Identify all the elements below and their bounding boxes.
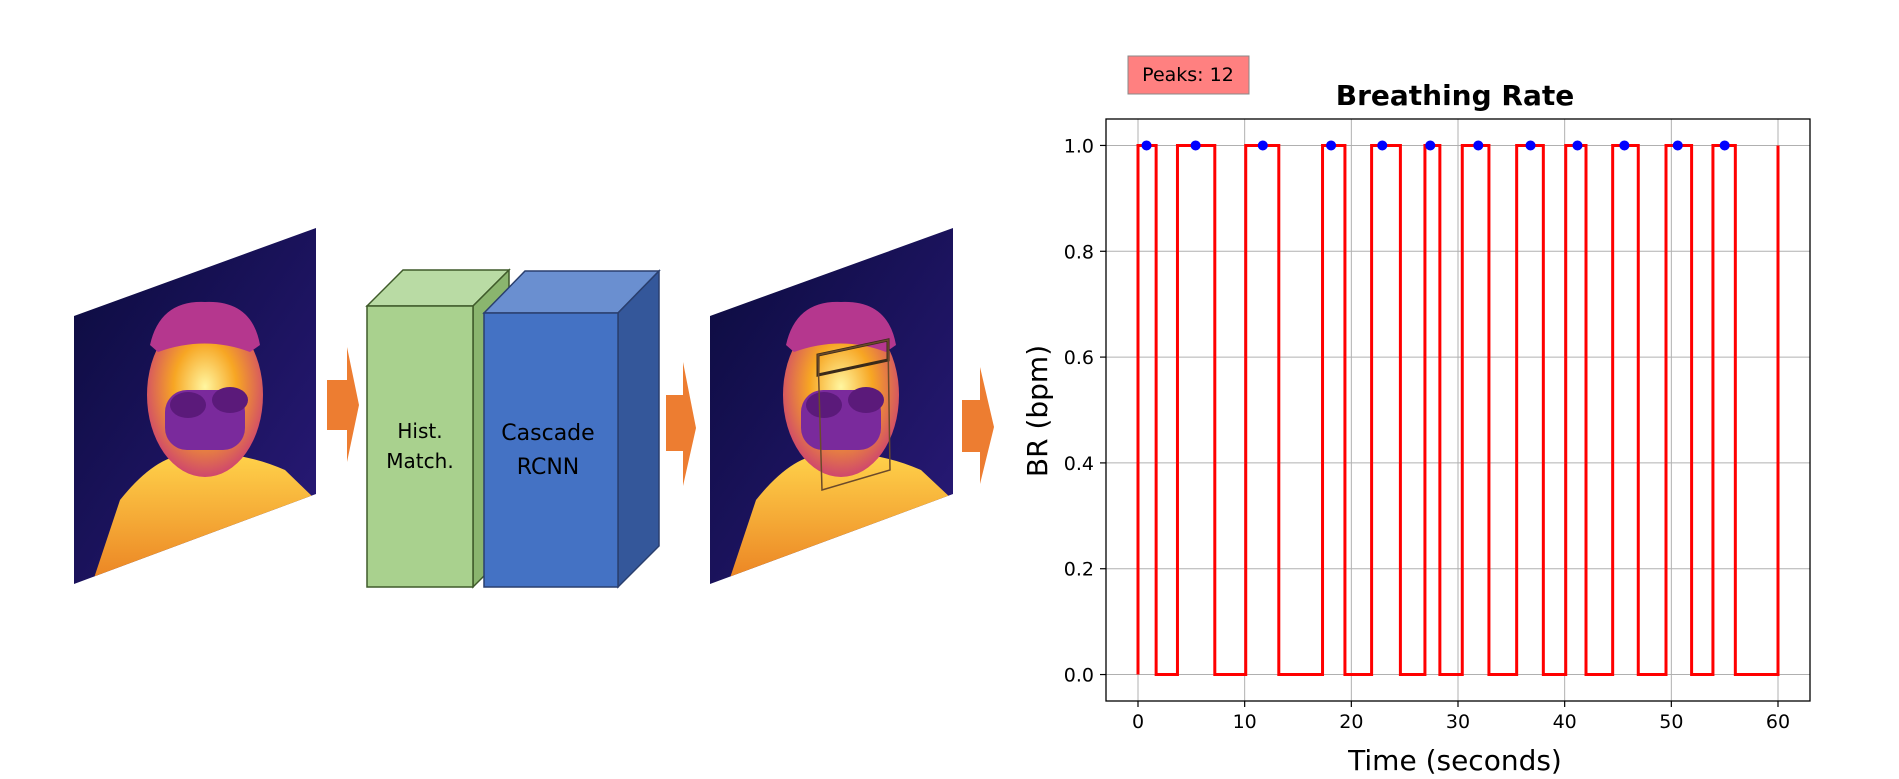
arrow-3 — [962, 367, 994, 484]
cascade-rcnn-block: Cascade RCNN — [482, 269, 661, 589]
peak-marker — [1257, 140, 1268, 151]
x-tick-label: 30 — [1446, 711, 1470, 733]
y-tick-label: 0.4 — [1064, 453, 1094, 475]
x-tick-label: 60 — [1766, 711, 1790, 733]
chart-grid — [1106, 119, 1810, 701]
peak-marker — [1572, 140, 1583, 151]
x-axis-ticks: 0 10 20 30 40 50 60 — [1132, 701, 1790, 733]
peak-marker — [1377, 140, 1388, 151]
hist-block-label-1: Hist. — [397, 419, 442, 443]
peak-marker — [1141, 140, 1152, 151]
y-axis-ticks: 0.0 0.2 0.4 0.6 0.8 1.0 — [1064, 135, 1106, 687]
y-tick-label: 0.0 — [1064, 665, 1094, 687]
chart-title: Breathing Rate — [1336, 79, 1575, 112]
peak-marker — [1619, 140, 1630, 151]
peak-marker — [1525, 140, 1536, 151]
peak-marker — [1190, 140, 1201, 151]
thermal-input-image — [74, 228, 316, 584]
x-tick-label: 10 — [1233, 711, 1257, 733]
breathing-signal-line — [1136, 143, 1780, 677]
arrow-2 — [666, 362, 696, 486]
x-tick-label: 40 — [1553, 711, 1577, 733]
y-axis-label: BR (bpm) — [1021, 345, 1054, 477]
peak-marker — [1719, 140, 1730, 151]
y-tick-label: 0.8 — [1064, 241, 1094, 263]
y-tick-label: 0.2 — [1064, 559, 1094, 581]
peak-marker — [1425, 140, 1436, 151]
peaks-annotation: Peaks: 12 — [1142, 64, 1234, 86]
x-tick-label: 20 — [1339, 711, 1363, 733]
x-axis-label: Time (seconds) — [1347, 744, 1562, 777]
y-tick-label: 1.0 — [1064, 135, 1094, 157]
peak-marker — [1473, 140, 1484, 151]
y-tick-label: 0.6 — [1064, 347, 1094, 369]
peak-marker — [1326, 140, 1337, 151]
peak-marker — [1672, 140, 1683, 151]
breathing-rate-chart: 0 10 20 30 40 50 60 0.0 0.2 0.4 0.6 0.8 1.0 Breathi… — [1021, 55, 1811, 777]
thermal-output-image — [710, 228, 953, 584]
x-tick-label: 0 — [1132, 711, 1144, 733]
arrow-1 — [327, 347, 359, 462]
hist-block-label-2: Match. — [386, 449, 453, 473]
cascade-block-label-2: RCNN — [517, 455, 579, 480]
peak-markers — [1141, 140, 1730, 151]
x-tick-label: 50 — [1659, 711, 1683, 733]
peaks-badge — [1127, 55, 1250, 95]
cascade-block-label-1: Cascade — [501, 421, 594, 446]
face-detection-box — [817, 339, 891, 491]
